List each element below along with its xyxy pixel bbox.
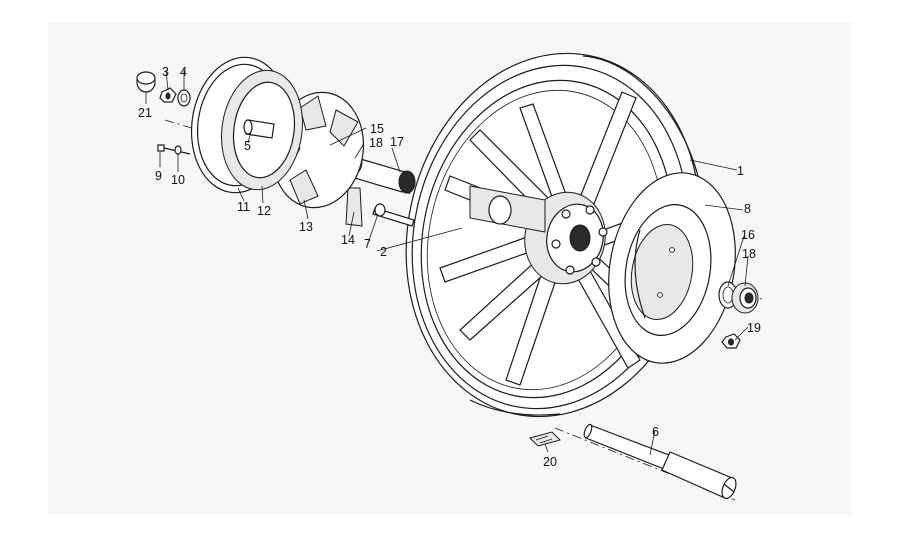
callout-15: 15 <box>370 122 384 136</box>
callout-8: 8 <box>744 202 751 216</box>
spacer-and-bolt <box>343 155 416 227</box>
callout-17: 17 <box>390 135 404 149</box>
wheel-axle <box>583 423 737 500</box>
callout-labels: 1 2 3 4 5 6 7 8 9 10 11 12 13 14 15 16 1… <box>138 65 761 469</box>
callout-12: 12 <box>257 204 271 218</box>
callout-18-left: 18 <box>369 136 383 150</box>
brake-disc <box>608 172 736 364</box>
callout-18-right: 18 <box>742 247 756 261</box>
callout-19: 19 <box>747 321 761 335</box>
callout-7: 7 <box>364 237 371 251</box>
callout-16: 16 <box>741 228 755 242</box>
axle-centerline <box>164 119 766 501</box>
callout-14: 14 <box>341 233 355 247</box>
callout-5: 5 <box>244 139 251 153</box>
callout-13: 13 <box>299 220 313 234</box>
right-bearing-group <box>718 281 759 349</box>
callout-20: 20 <box>543 455 557 469</box>
callout-3: 3 <box>162 65 169 79</box>
leader-lines <box>145 69 749 456</box>
callout-4: 4 <box>180 65 187 79</box>
brake-drum <box>190 56 303 194</box>
callout-9: 9 <box>155 169 162 183</box>
callout-6: 6 <box>652 425 659 439</box>
callout-1: 1 <box>737 164 744 178</box>
callout-10: 10 <box>171 173 185 187</box>
small-fasteners <box>136 71 191 155</box>
wheel-hub <box>469 185 608 285</box>
callout-2: 2 <box>380 245 387 259</box>
callout-21: 21 <box>138 106 152 120</box>
clip-20 <box>529 431 561 447</box>
callout-11: 11 <box>237 200 250 214</box>
